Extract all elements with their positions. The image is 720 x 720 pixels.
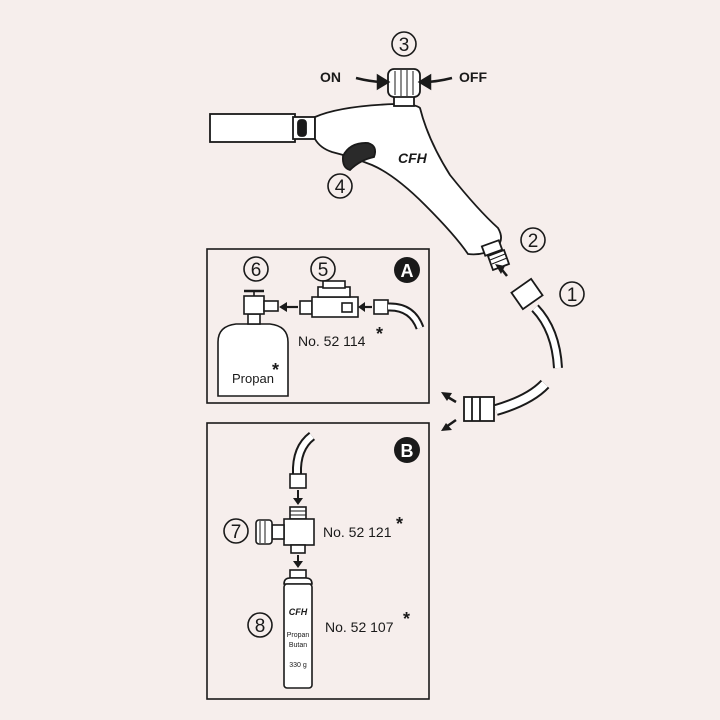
cylinder-asterisk: * [272,360,279,380]
on-label: ON [320,69,341,85]
handle-connector [480,239,504,257]
svg-text:6: 6 [251,260,262,281]
branch-arrow-up-icon [441,392,457,404]
panel-b: B 7 No. 52 121 * [206,422,430,700]
panel-a-arrow-2-icon [358,302,372,312]
panel-a-part-number: No. 52 114 [298,333,366,349]
panel-b-badge: B [394,437,420,463]
svg-text:A: A [401,261,414,281]
torch [209,68,511,272]
cartridge-part-number: No. 52 107 [325,619,394,635]
gas-cartridge [283,569,313,689]
cartridge-line-2: Butan [289,642,307,649]
cartridge-weight: 330 g [289,662,307,669]
hose-connector [495,264,563,369]
panel-a-badge: A [394,257,420,283]
callout-2: 2 [520,227,546,253]
callout-5: 5 [310,256,336,282]
svg-text:1: 1 [567,285,578,306]
callout-1: 1 [559,281,585,307]
torch-slot [297,119,307,137]
torch-tube [209,113,296,143]
svg-text:B: B [401,441,414,461]
callout-6: 6 [243,256,269,282]
valve-part-number: No. 52 121 [323,524,392,540]
svg-text:7: 7 [231,522,242,543]
callout-3: 3 [391,31,417,57]
propane-cylinder [217,289,289,397]
off-arrow-icon [417,73,453,91]
panel-a: A 6 5 Propan * [206,248,430,404]
branch-arrow-down-icon [441,418,457,431]
callout-7: 7 [223,518,249,544]
callout-4: 4 [327,173,353,199]
valve-asterisk: * [396,514,403,534]
panel-b-arrow-1-icon [293,490,303,505]
callout-8: 8 [247,612,273,638]
regulator [299,280,359,318]
cylinder-label: Propan [232,371,274,386]
gas-knob [387,68,421,107]
on-arrow-icon [355,73,391,91]
panel-b-arrow-2-icon [293,555,303,568]
cartridge-valve [255,506,315,554]
svg-text:2: 2 [528,231,539,252]
svg-text:3: 3 [399,35,410,56]
off-label: OFF [459,69,487,85]
cartridge-line-1: Propan [287,632,310,639]
svg-text:5: 5 [318,260,329,281]
trigger-lever [341,142,377,171]
torch-brand-text: CFH [398,150,428,166]
cartridge-asterisk: * [403,609,410,629]
cartridge-brand: CFH [289,607,308,617]
svg-text:4: 4 [335,177,346,198]
branch-hose [463,379,550,422]
panel-a-hose [373,299,425,330]
panel-b-hose [289,432,316,489]
svg-text:8: 8 [255,616,266,637]
panel-a-asterisk: * [376,324,383,344]
panel-a-arrow-1-icon [279,302,298,312]
